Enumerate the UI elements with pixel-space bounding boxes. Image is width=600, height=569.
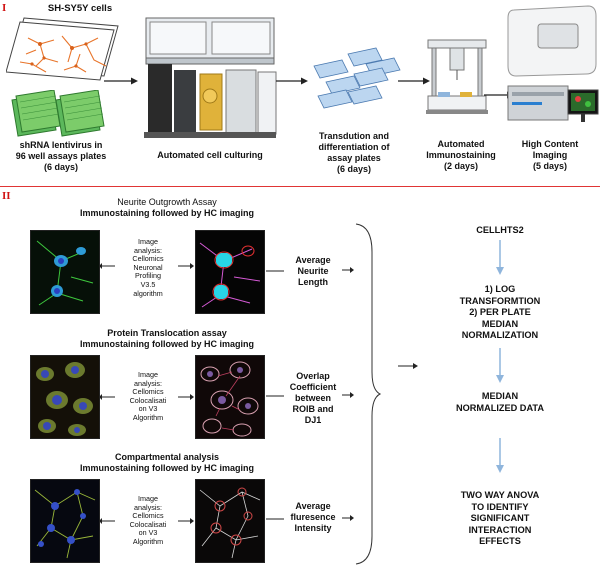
- culturing-label: Automated cell culturing: [157, 150, 263, 160]
- short-arrow: [266, 395, 284, 397]
- arrow-to-bracket: [342, 515, 354, 521]
- micrograph-translocation-raw: [30, 355, 100, 439]
- high-content-imager-illustration: [507, 5, 599, 122]
- micrograph-compartmental-raw: [30, 479, 100, 563]
- immunostaining-label: Automated Immunostaining (2 days): [426, 139, 496, 171]
- hc-imaging-label: High Content Imaging (5 days): [521, 139, 579, 171]
- assay-plates-illustration: [313, 47, 401, 109]
- grouping-bracket: [355, 223, 382, 565]
- micrograph-neurite-raw: [30, 230, 100, 314]
- assay-title-translocation: Protein Translocation assay Immunostaini…: [79, 328, 254, 349]
- down-arrow: [496, 348, 504, 383]
- arrow-to-pipeline: [398, 363, 418, 369]
- shrna-label: shRNA lentivirus in 96 well assays plate…: [15, 140, 107, 172]
- section-one-numeral: I: [2, 2, 7, 14]
- flow-arrow: [276, 77, 308, 85]
- cell-culture-robot-illustration: [144, 17, 277, 138]
- micrograph-translocation-processed: [195, 355, 265, 439]
- micrograph-neurite-processed: [195, 230, 265, 314]
- pipeline-cellhts2: CELLHTS2: [476, 225, 524, 235]
- short-arrow: [266, 270, 284, 272]
- arrow-to-processed: [178, 518, 194, 524]
- arrow-to-analysis: [99, 263, 115, 269]
- down-arrow: [496, 438, 504, 473]
- flow-arrow: [398, 77, 430, 85]
- immunostaining-robot-illustration: [426, 39, 488, 114]
- arrow-to-bracket: [342, 392, 354, 398]
- cells-label: SH-SY5Y cells: [47, 3, 113, 14]
- arrow-to-analysis: [99, 394, 115, 400]
- arrow-to-analysis: [99, 518, 115, 524]
- assay-title-neurite: Neurite Outgrowth Assay Immunostaining f…: [79, 197, 254, 218]
- arrow-to-processed: [178, 263, 194, 269]
- section-two-numeral: II: [2, 190, 11, 202]
- down-arrow: [496, 240, 504, 275]
- arrow-to-processed: [178, 394, 194, 400]
- cell-plates-illustration: [6, 17, 119, 81]
- flow-arrow: [104, 77, 138, 85]
- green-well-plates: [11, 90, 105, 137]
- section-separator: [0, 186, 600, 187]
- assay-title-compartmental: Compartmental analysis Immunostaining fo…: [79, 452, 254, 473]
- transduction-label: Transdution and differentiation of assay…: [318, 131, 390, 174]
- micrograph-compartmental-processed: [195, 479, 265, 563]
- short-arrow: [266, 518, 284, 520]
- arrow-to-bracket: [342, 267, 354, 273]
